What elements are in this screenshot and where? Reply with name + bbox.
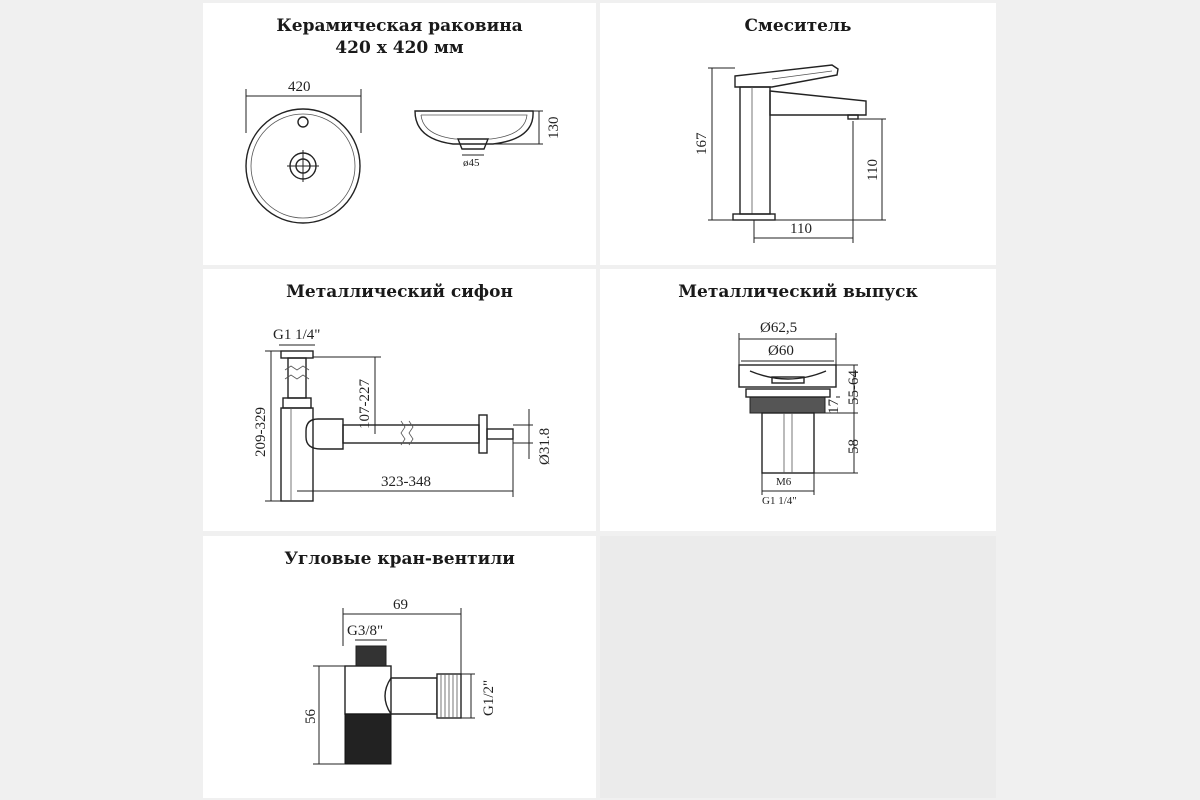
siphon-top-nut [280, 350, 314, 359]
panel-valve: Угловые кран-вентили 69 G3/8" 56 G1/2" [203, 536, 596, 798]
mixer-spout-height-label: 110 [865, 159, 881, 181]
siphon-body-nut [282, 397, 312, 409]
panel-sink: Керамическая раковина 420 х 420 мм 420 ø… [203, 3, 596, 265]
sink-bowl-outline [245, 108, 361, 224]
siphon-pipe-end [486, 428, 514, 440]
mixer-aerator [847, 114, 859, 120]
sink-bowl-inner [250, 113, 356, 219]
outlet-outer-diameter-label: Ø62,5 [760, 320, 797, 336]
valve-body [344, 665, 392, 715]
outlet-nut [745, 388, 831, 398]
mixer-lever [734, 64, 839, 88]
mixer-title: Смеситель [744, 16, 852, 36]
valve-height-label: 56 [303, 709, 319, 725]
mixer-body [739, 86, 771, 215]
mixer-reach-label: 110 [790, 221, 812, 237]
outlet-thread-flange [749, 396, 826, 414]
valve-drawing: 69 G3/8" 56 G1/2" [303, 597, 497, 765]
outlet-drawing: Ø62,5 Ø60 M6 G1 1/4" 17 58 55-64 [738, 320, 862, 507]
outlet-cap-curve [749, 370, 827, 380]
valve-title: Угловые кран-вентили [284, 549, 515, 569]
sink-drain-label: ø45 [463, 157, 480, 169]
sink-title-line2: 420 х 420 мм [335, 38, 464, 58]
siphon-break-marks [284, 365, 310, 380]
outlet-cap-center [771, 376, 805, 384]
outlet-bolt-label: M6 [776, 476, 792, 488]
sink-side-drain [456, 138, 490, 150]
valve-inlet-thread-label: G3/8" [347, 623, 383, 639]
mixer-lever-slot [771, 70, 833, 80]
outlet-body-label: 58 [846, 439, 862, 454]
panel-siphon: Металлический сифон G1 1/4" 209-329 107-… [203, 269, 596, 531]
valve-knurled-handle [344, 713, 392, 765]
sink-title-line1: Керамическая раковина [276, 16, 523, 36]
siphon-body [280, 407, 314, 502]
siphon-length-label: 323-348 [381, 474, 431, 490]
valve-width-label: 69 [393, 597, 408, 613]
valve-inlet-thread [355, 645, 387, 667]
siphon-wall-flange [478, 414, 488, 454]
panel-empty [600, 536, 996, 798]
siphon-drawing: G1 1/4" 209-329 107-227 Ø31.8 323-348 [253, 327, 553, 502]
siphon-pipe-break-marks [400, 420, 414, 446]
outlet-body [761, 412, 815, 474]
panel-mixer: Смеситель 167 110 110 [600, 3, 996, 265]
mixer-drawing: 167 110 110 [694, 64, 886, 243]
sink-height-label: 130 [546, 117, 562, 140]
valve-outlet-thread-label: G1/2" [481, 680, 497, 716]
siphon-title: Металлический сифон [286, 282, 513, 302]
outlet-cap [738, 364, 837, 388]
sink-width-label: 420 [288, 79, 311, 95]
siphon-thread-label: G1 1/4" [273, 327, 320, 343]
siphon-inlet-label: 107-227 [357, 379, 373, 429]
mixer-spout [769, 90, 867, 116]
outlet-flange-label: 17 [826, 399, 842, 415]
siphon-height-label: 209-329 [253, 407, 269, 457]
sink-side-inner [420, 114, 528, 140]
outlet-title: Металлический выпуск [678, 282, 918, 302]
panel-outlet: Металлический выпуск Ø62,5 Ø60 M6 G1 1/4… [600, 269, 996, 531]
valve-outlet-thread-lines [440, 674, 458, 718]
siphon-inlet-tube [287, 357, 307, 399]
outlet-cap-height-label: 55-64 [846, 370, 862, 405]
mixer-height-label: 167 [694, 132, 710, 155]
sink-overflow-hole [297, 116, 309, 128]
siphon-elbow [305, 418, 344, 450]
siphon-diameter-label: Ø31.8 [537, 428, 553, 465]
outlet-inner-diameter-label: Ø60 [768, 343, 794, 359]
valve-outlet-arm [384, 677, 438, 715]
sink-drawing: 420 ø45 130 [245, 79, 562, 224]
mixer-base [732, 213, 776, 221]
outlet-thread-label: G1 1/4" [762, 495, 797, 507]
